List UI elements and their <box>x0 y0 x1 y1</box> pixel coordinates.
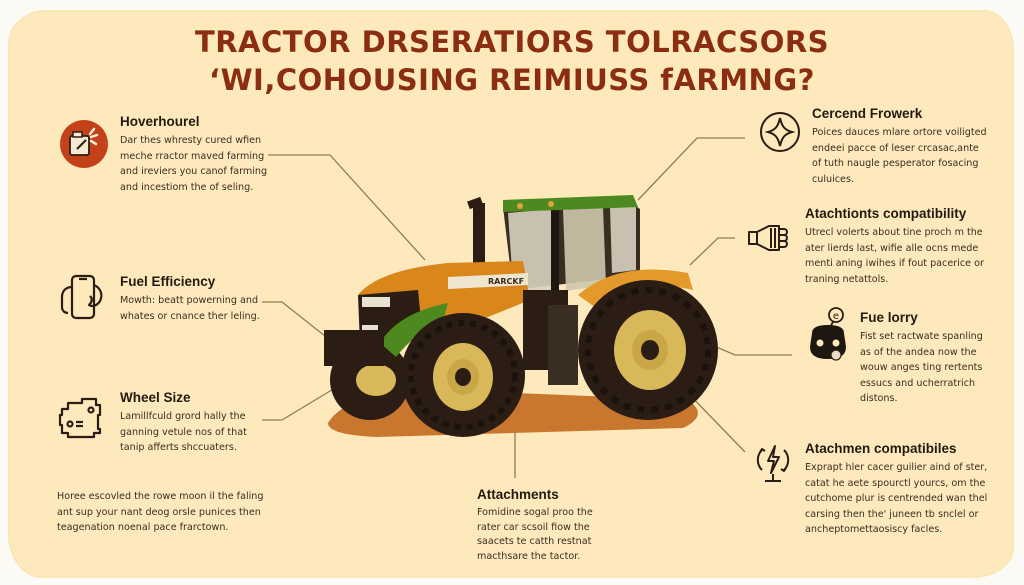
feature-block-fue-lorry: Fue lorry Fist set ractwate spanling as … <box>860 310 1000 407</box>
feature-heading: Attachments <box>477 487 559 502</box>
feature-heading: Atachtionts compatibility <box>805 206 967 221</box>
sparkle-circle-icon <box>758 110 802 158</box>
feature-block-bottom-left: Horee escovled the rowe moon il the fali… <box>57 489 297 536</box>
feature-heading: Hoverhourel <box>120 114 200 129</box>
feature-heading: Atachmen compatibiles <box>805 441 957 456</box>
hydraulic-coupler-icon <box>747 222 791 258</box>
feature-block-hoverhourel: Hoverhourel Dar thes whresty cured wfien… <box>120 114 290 195</box>
feature-text: Poices dauces mlare ortore voiligted end… <box>812 127 987 185</box>
feature-block-wheel-size: Wheel Size Lamillfculd grord hally the g… <box>120 390 290 456</box>
svg-text:RARCKF: RARCKF <box>488 277 524 286</box>
engine-badge-icon <box>59 119 109 173</box>
feature-text: Dar thes whresty cured wfien meche rract… <box>120 135 268 193</box>
feature-block-attachments-compatibility: Atachtionts compatibility Utrecl volerts… <box>805 206 1005 287</box>
feature-text: Utrecl volerts about tine proch m the at… <box>805 227 984 285</box>
page-title-line1: TRACTOR DRSERATIORS TOLRACSORS <box>194 25 830 59</box>
feature-block-attachments: Attachments Fomidine sogal proo the rate… <box>477 487 617 564</box>
feature-text: Horee escovled the rowe moon il the fali… <box>57 491 264 533</box>
feature-block-attachmen-compatibiles: Atachmen compatibiles Exprapt hler cacer… <box>805 441 1010 538</box>
engine-block-icon <box>58 393 108 447</box>
feature-heading: Wheel Size <box>120 390 191 405</box>
feature-text: Mowth: beatt powerning and whates or cna… <box>120 295 260 322</box>
tractor-illustration: RARCKF <box>318 185 718 449</box>
feature-heading: Fue lorry <box>860 310 918 325</box>
feature-block-fuel-efficiency: Fuel Efficiency Mowth: beatt powerning a… <box>120 274 290 324</box>
feature-text: Exprapt hler cacer guilier aind of ster,… <box>805 462 988 535</box>
lightning-globe-icon <box>754 440 792 490</box>
phone-hand-icon <box>58 273 106 327</box>
feature-text: Fist set ractwate spanling as of the and… <box>860 331 983 404</box>
svg-text:e: e <box>833 311 839 322</box>
feature-heading: Fuel Efficiency <box>120 274 216 289</box>
feature-text: Lamillfculd grord hally the ganning vetu… <box>120 411 247 453</box>
feature-heading: Cercend Frowerk <box>812 106 923 121</box>
feature-block-cercend-frowerk: Cercend Frowerk Poices dauces mlare orto… <box>812 106 1002 187</box>
feature-text: Fomidine sogal proo the rater car scsoil… <box>477 507 593 562</box>
robot-face-icon: e <box>806 307 850 369</box>
page-title-line2: ‘WI,COHOUSING REIMIUSS fARMNG? <box>209 63 815 97</box>
